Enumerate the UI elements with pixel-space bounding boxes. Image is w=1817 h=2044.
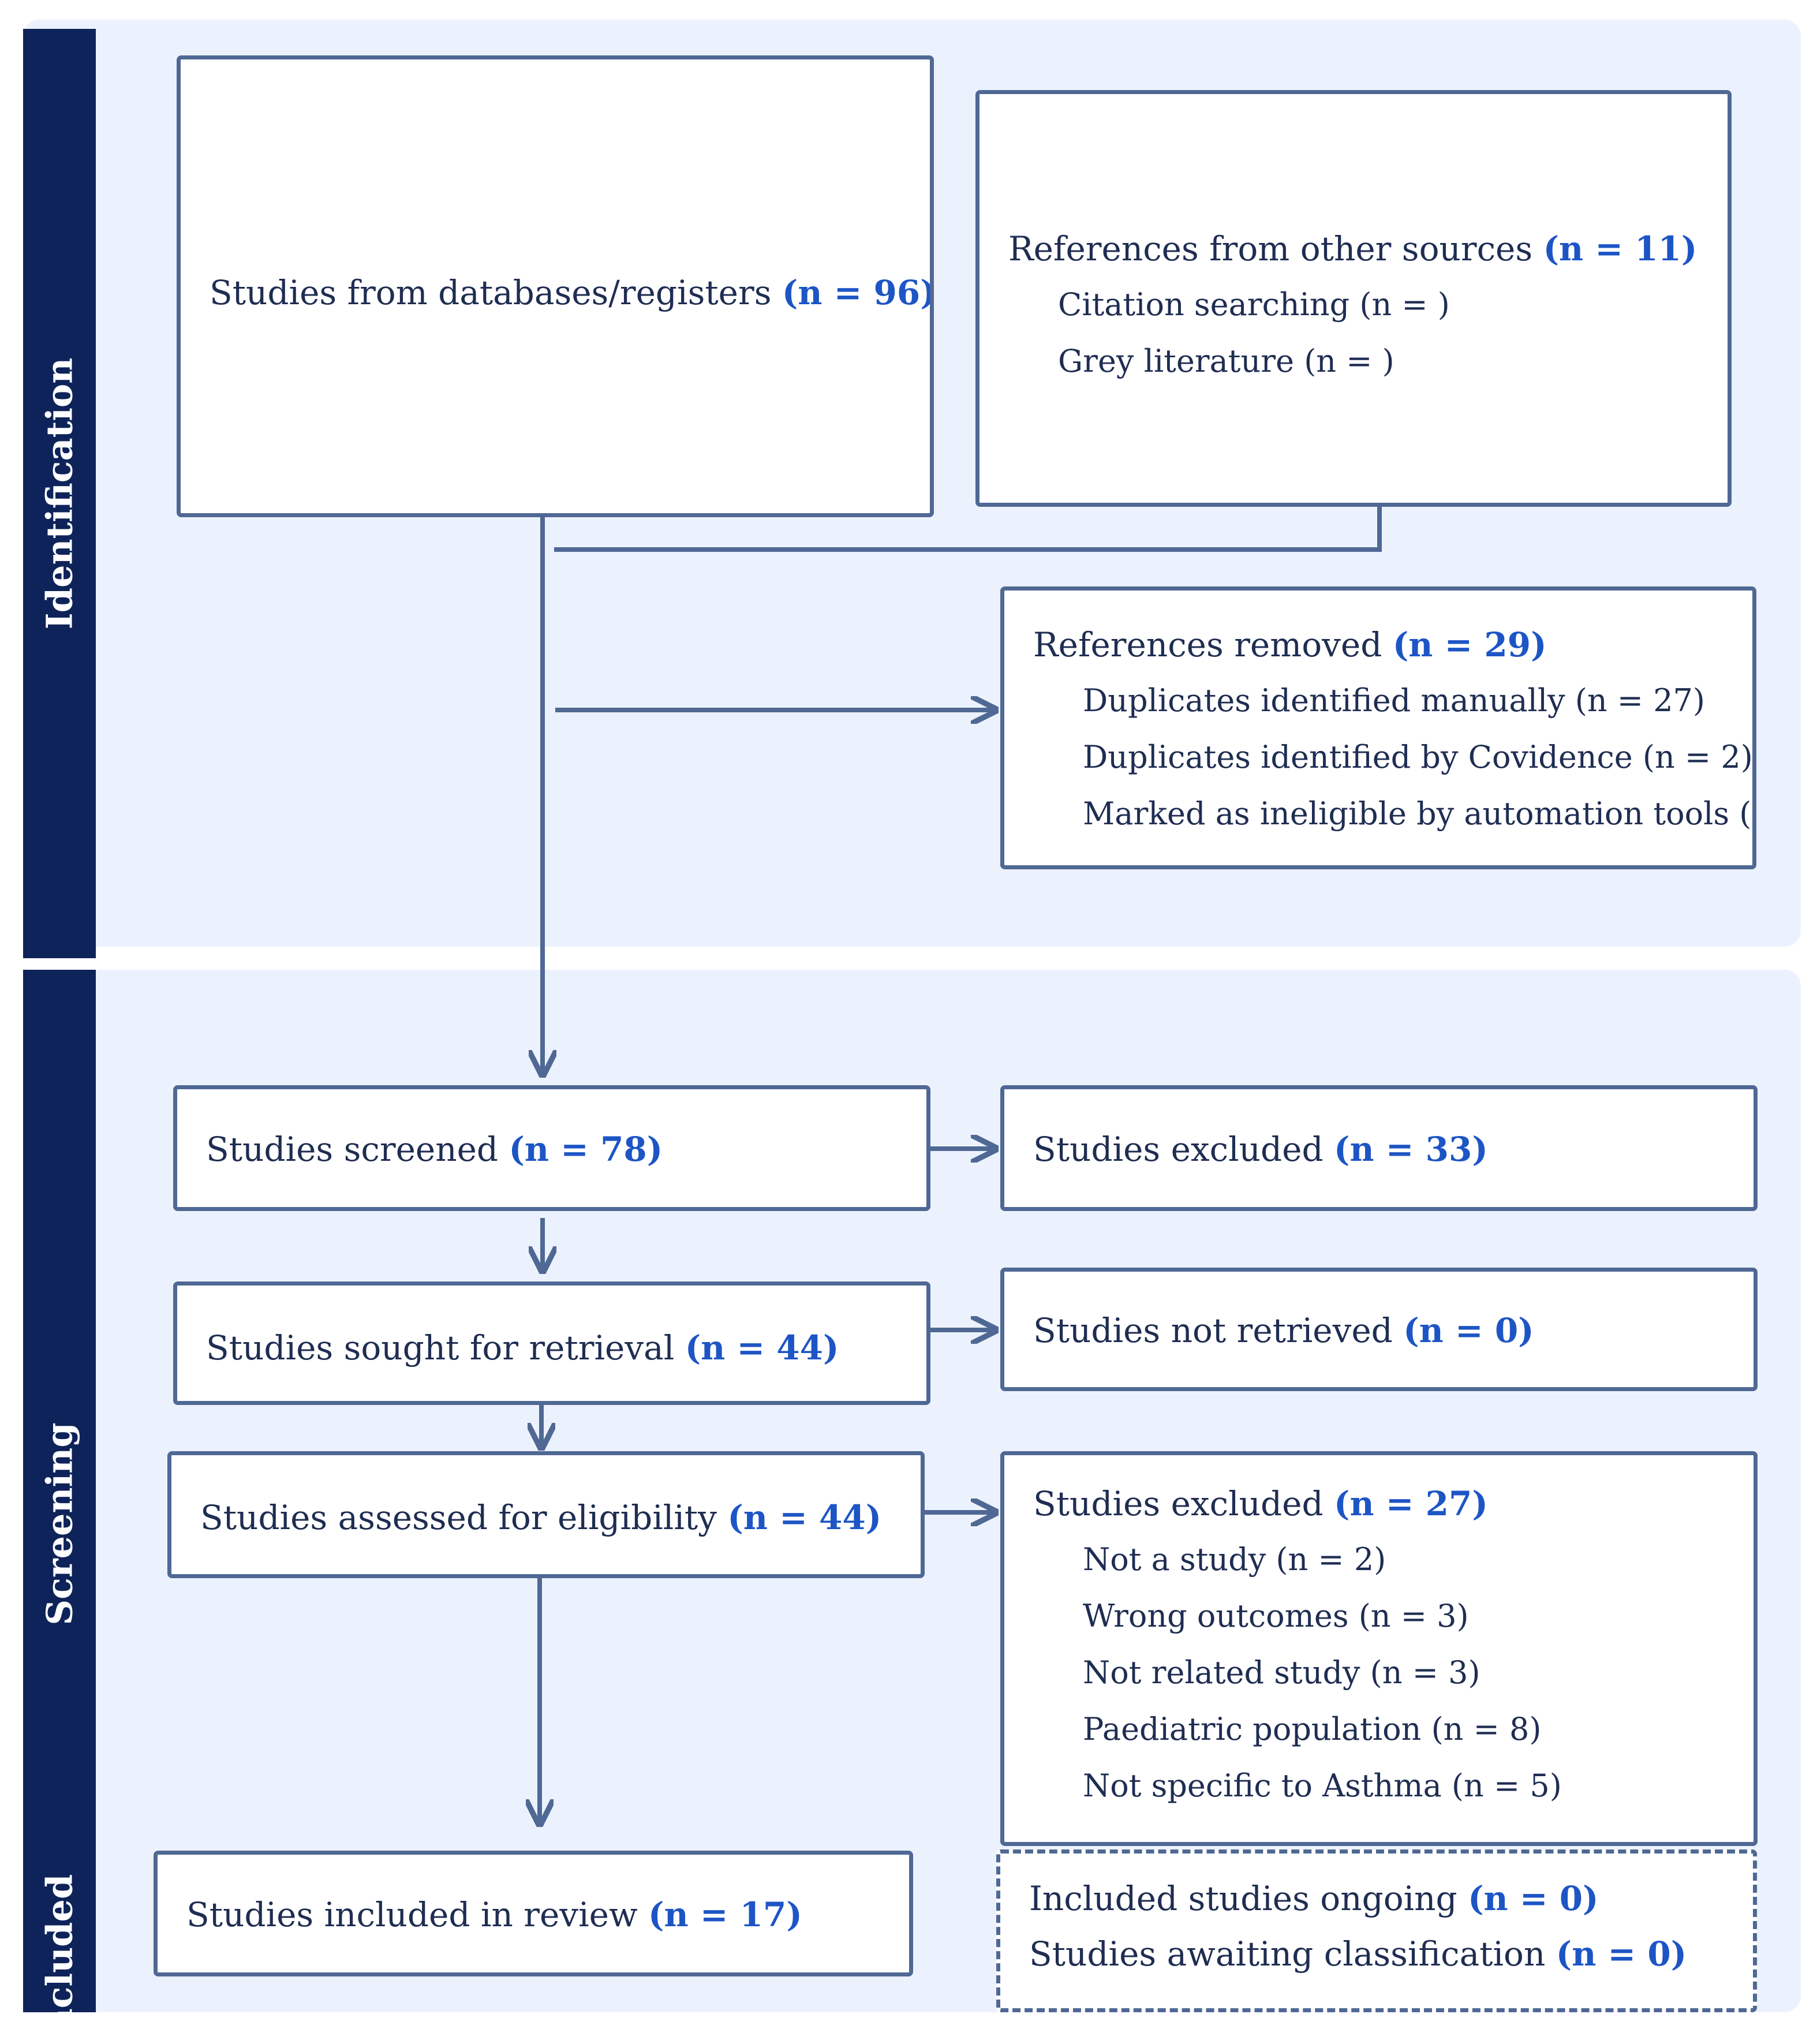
stage-label-identification: Identification (23, 29, 96, 958)
ongoing-count: (n = 0) (1468, 1879, 1599, 1918)
excluded-full-item: Wrong outcomes (n = 3) (1083, 1598, 1469, 1634)
assessed-line: Studies assessed for eligibility (n = 44… (200, 1490, 921, 1545)
removed-item: Duplicates identified manually (n = 27) (1083, 682, 1705, 719)
removed-item: Duplicates identified by Covidence (n = … (1083, 739, 1753, 775)
included-count: (n = 17) (648, 1895, 802, 1934)
box-studies-screened: Studies screened (n = 78) (173, 1085, 930, 1211)
awaiting-count: (n = 0) (1556, 1934, 1687, 1974)
box-databases: Studies from databases/registers (n = 96… (177, 55, 934, 517)
assessed-count: (n = 44) (727, 1498, 882, 1537)
sought-line: Studies sought for retrieval (n = 44) (206, 1320, 926, 1376)
excluded-full-item: Not a study (n = 2) (1083, 1541, 1386, 1578)
excluded-full-item: Not specific to Asthma (n = 5) (1083, 1768, 1562, 1804)
sought-count: (n = 44) (685, 1328, 839, 1367)
removed-line: References removed (n = 29) (1033, 617, 1752, 672)
excluded-full-item: Not related study (n = 3) (1083, 1654, 1480, 1691)
merge-connector (554, 506, 1382, 552)
other-sources-item: Grey literature (n = ) (1058, 343, 1394, 379)
excluded-full-item: Paediatric population (n = 8) (1083, 1711, 1542, 1747)
screened-label: Studies screened (206, 1130, 499, 1169)
excluded-full-count: (n = 27) (1334, 1484, 1488, 1523)
not-retrieved-label: Studies not retrieved (1033, 1311, 1393, 1350)
not-retrieved-line: Studies not retrieved (n = 0) (1033, 1303, 1754, 1358)
box-ongoing-awaiting: Included studies ongoing (n = 0) Studies… (996, 1849, 1757, 2012)
removed-label: References removed (1033, 625, 1382, 664)
removed-item: Marked as ineligible by automation tools… (1083, 795, 1752, 832)
box-studies-not-retrieved: Studies not retrieved (n = 0) (1000, 1268, 1758, 1391)
screened-line: Studies screened (n = 78) (206, 1122, 926, 1177)
databases-line: Studies from databases/registers (n = 96… (210, 265, 930, 320)
excluded-count: (n = 33) (1334, 1130, 1488, 1169)
screened-count: (n = 78) (509, 1130, 663, 1169)
excluded-full-line: Studies excluded (n = 27) (1033, 1476, 1754, 1531)
other-sources-count: (n = 11) (1543, 229, 1698, 268)
not-retrieved-count: (n = 0) (1403, 1311, 1534, 1350)
awaiting-line: Studies awaiting classification (n = 0) (1029, 1926, 1753, 1982)
ongoing-line: Included studies ongoing (n = 0) (1029, 1871, 1753, 1926)
assessed-label: Studies assessed for eligibility (200, 1498, 717, 1537)
other-sources-label: References from other sources (1008, 229, 1533, 268)
box-studies-excluded: Studies excluded (n = 33) (1000, 1085, 1758, 1211)
excluded-label: Studies excluded (1033, 1130, 1324, 1169)
excluded-full-label: Studies excluded (1033, 1484, 1324, 1523)
sought-label: Studies sought for retrieval (206, 1328, 675, 1367)
included-line: Studies included in review (n = 17) (186, 1887, 909, 1942)
box-studies-included: Studies included in review (n = 17) (154, 1851, 913, 1976)
stage-label-screening: Screening (23, 970, 96, 1766)
other-sources-item: Citation searching (n = ) (1058, 286, 1450, 323)
excluded-line: Studies excluded (n = 33) (1033, 1122, 1754, 1177)
stage-label-included: Included (23, 1766, 96, 2012)
box-studies-excluded-full-text: Studies excluded (n = 27) Not a study (n… (1000, 1451, 1758, 1846)
removed-count: (n = 29) (1392, 625, 1547, 664)
box-other-sources: References from other sources (n = 11) C… (975, 90, 1732, 507)
databases-count: (n = 96) (782, 273, 934, 312)
included-label: Studies included in review (186, 1895, 638, 1934)
box-studies-sought: Studies sought for retrieval (n = 44) (173, 1281, 930, 1405)
box-references-removed: References removed (n = 29) Duplicates i… (1000, 586, 1756, 869)
ongoing-label: Included studies ongoing (1029, 1879, 1457, 1918)
databases-label: Studies from databases/registers (210, 273, 772, 312)
box-studies-assessed: Studies assessed for eligibility (n = 44… (167, 1451, 925, 1578)
awaiting-label: Studies awaiting classification (1029, 1934, 1546, 1974)
other-sources-line: References from other sources (n = 11) (1008, 221, 1728, 276)
